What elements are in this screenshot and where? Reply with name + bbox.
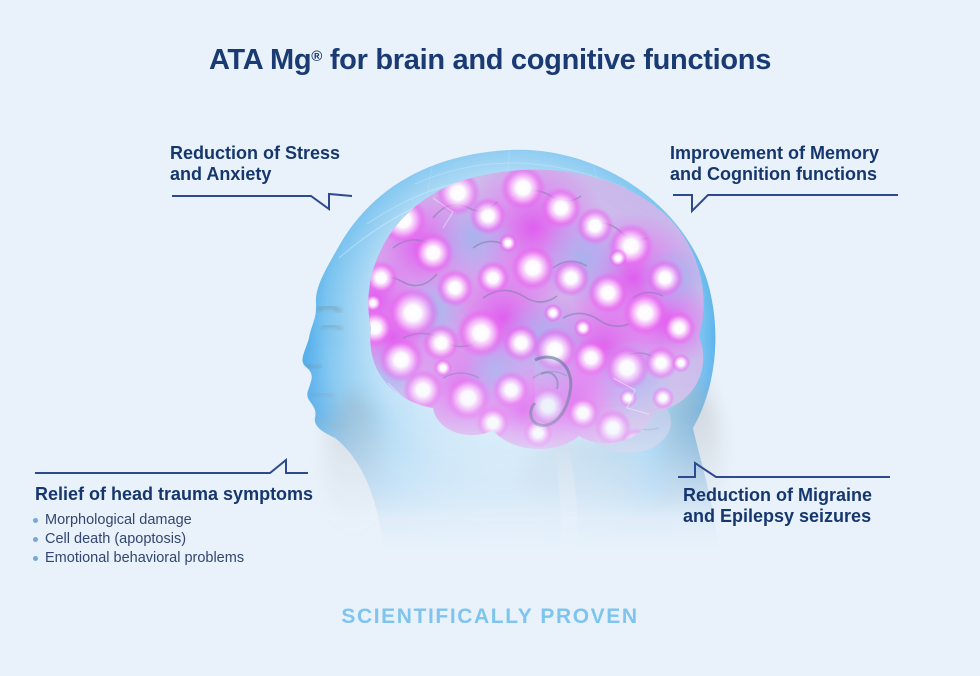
callout-migraine-epilepsy: Reduction of Migraine and Epilepsy seizu… bbox=[683, 485, 872, 527]
callout-stress-anxiety: Reduction of Stress and Anxiety bbox=[170, 143, 340, 185]
callout-memory-cognition: Improvement of Memory and Cognition func… bbox=[670, 143, 879, 185]
callout-head-trauma-heading: Relief of head trauma symptoms bbox=[35, 484, 314, 504]
list-item: Cell death (apoptosis) bbox=[33, 530, 244, 549]
callout-line: Reduction of Stress bbox=[170, 143, 341, 163]
ear bbox=[529, 355, 573, 427]
bullet-dot bbox=[33, 537, 38, 542]
scientifically-proven-label: SCIENTIFICALLY PROVEN bbox=[341, 605, 639, 628]
brain-head-illustration bbox=[302, 149, 721, 552]
list-item-label: Cell death (apoptosis) bbox=[45, 531, 187, 547]
connector-bottom-left bbox=[35, 458, 308, 474]
callout-line: and Epilepsy seizures bbox=[683, 506, 872, 526]
connector-top-right bbox=[673, 194, 898, 214]
head-trauma-symptom-list: Morphological damage Cell death (apoptos… bbox=[33, 511, 244, 568]
title-suffix: for brain and cognitive functions bbox=[322, 44, 772, 76]
connector-bottom-right bbox=[678, 461, 890, 478]
list-item-label: Morphological damage bbox=[45, 512, 192, 528]
callout-line: Reduction of Migraine bbox=[683, 485, 872, 505]
registered-trademark-symbol: ® bbox=[311, 48, 323, 65]
callout-line: and Anxiety bbox=[170, 164, 272, 184]
connector-top-left bbox=[172, 192, 353, 211]
brain-stem bbox=[551, 428, 579, 552]
callout-line: Improvement of Memory bbox=[670, 143, 880, 163]
bullet-dot bbox=[33, 556, 38, 561]
list-item: Morphological damage bbox=[33, 511, 244, 530]
bullet-dot bbox=[33, 518, 38, 523]
list-item-label: Emotional behavioral problems bbox=[45, 550, 245, 566]
list-item: Emotional behavioral problems bbox=[33, 549, 244, 568]
callout-line: and Cognition functions bbox=[670, 164, 877, 184]
page-title: ATA Mg® for brain and cognitive function… bbox=[0, 44, 980, 77]
title-prefix: ATA Mg bbox=[208, 44, 312, 76]
